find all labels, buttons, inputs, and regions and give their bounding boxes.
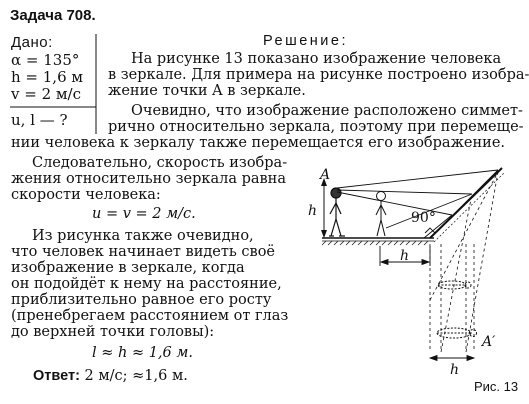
reflected-person-image-1 (437, 280, 472, 290)
solution-p1-line1: На рисунке 13 показано изображение челов… (131, 51, 502, 67)
given-line-v: v = 2 м/с (11, 85, 82, 103)
given-line-alpha: α = 135° (11, 51, 80, 69)
given-title: Дано: (11, 34, 53, 51)
figure-caption: Рис. 13 (474, 379, 519, 394)
solution-p4-line7: до верхней точки головы): (11, 324, 215, 340)
label-h-left: h (308, 203, 318, 219)
label-angle: 90° (411, 210, 436, 226)
label-h-bottom: h (400, 248, 410, 264)
solution-p4-line3: изображение в зеркале, когда (11, 260, 245, 276)
given-separators (10, 34, 97, 134)
h-dimension-image (428, 354, 476, 362)
answer-text: 2 м/с; ≈1,6 м. (84, 368, 188, 384)
formula-velocity: u = v = 2 м/с. (92, 206, 196, 222)
solution-p2-line3: нии человека к зеркалу также перемещаетс… (11, 135, 506, 151)
solution-p3-line2: жения относительно зеркала равна (11, 171, 286, 187)
solution-title: Решение: (263, 33, 348, 49)
image-projections (429, 171, 499, 353)
reflected-person-image-2 (436, 327, 477, 339)
h-dimension-bottom (379, 246, 431, 266)
mirror (429, 167, 506, 243)
label-point-a: A (320, 167, 331, 183)
solution-p4-line1: Из рисунка также очевидно, (32, 228, 254, 244)
light-rays (336, 169, 499, 239)
task-title: Задача 708. (10, 7, 96, 24)
label-h-image: h (450, 362, 460, 378)
solution-p1-line3: жение точки A в зеркале. (108, 83, 306, 99)
solution-p2-line2: рично относительно зеркала, поэтому при … (108, 119, 524, 135)
solution-p1-line2: в зеркале. Для примера на рисунке постро… (108, 67, 529, 83)
solution-p4-line6: (пренебрегаем расстоянием от глаз (11, 308, 289, 324)
person-figure-near (375, 191, 387, 237)
answer: Ответ: 2 м/с; ≈1,6 м. (33, 368, 188, 384)
label-point-a-image: A′ (482, 334, 496, 350)
right-angle-mark (424, 227, 436, 234)
height-dimension (321, 178, 327, 238)
solution-p4-line5: приблизительно равное его росту (11, 292, 272, 308)
formula-distance: l ≈ h ≈ 1,6 м. (92, 345, 194, 361)
solution-p2-line1: Очевидно, что изображение расположено си… (131, 103, 523, 119)
solution-p3-line1: Следовательно, скорость изобра- (32, 155, 288, 171)
solution-p4-line2: что человек начинает видеть своё (11, 244, 276, 260)
figure-13 (321, 167, 506, 362)
solution-p3-line3: скорости человека: (11, 187, 161, 203)
answer-label: Ответ: (33, 368, 80, 384)
given-line-h: h = 1,6 м (11, 68, 84, 86)
solution-p4-line4: он подойдёт к нему на расстояние, (11, 276, 282, 292)
given-find: u, l — ? (11, 111, 68, 129)
floor (321, 237, 434, 246)
person-figure (329, 187, 345, 237)
